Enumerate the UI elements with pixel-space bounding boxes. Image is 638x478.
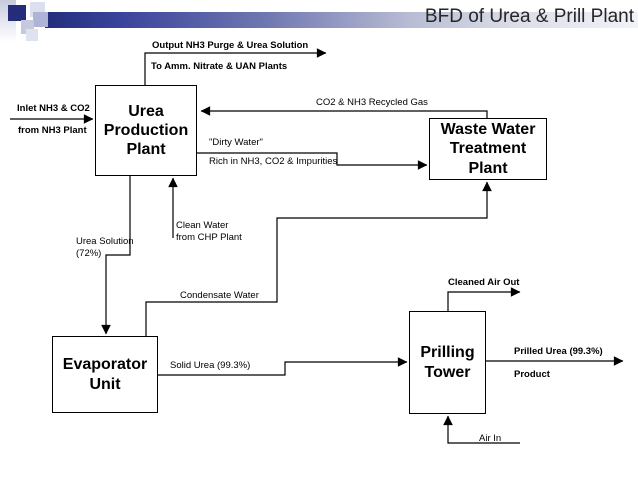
label-product: Product — [514, 369, 550, 380]
square-decoration — [26, 29, 38, 41]
flow-cleaned-air-out — [447, 287, 521, 311]
slide-title: BFD of Urea & Prill Plant — [424, 6, 634, 27]
label-prilled-urea: Prilled Urea (99.3%) — [514, 346, 603, 357]
flow-condensate-water — [145, 181, 492, 336]
flow-air-in — [443, 415, 520, 444]
flow-urea-solution — [101, 176, 131, 335]
label-condensate-water: Condensate Water — [180, 290, 259, 301]
label-output-destination: To Amm. Nitrate & UAN Plants — [151, 61, 288, 72]
label-inlet-source: from NH3 Plant — [18, 125, 87, 136]
label-urea-solution: Urea Solution (72%) — [76, 236, 134, 259]
label-solid-urea: Solid Urea (99.3%) — [170, 360, 251, 371]
waste-water-treatment-plant-box: Waste Water Treatment Plant — [429, 118, 547, 180]
label-dirty-water-detail: Rich in NH3, CO2 & Impurities — [209, 156, 338, 167]
label-cleaned-air-out: Cleaned Air Out — [448, 277, 520, 288]
label-inlet-nh3-co2: Inlet NH3 & CO2 — [17, 103, 90, 114]
urea-production-plant-box: Urea Production Plant — [95, 85, 197, 176]
header-gradient-bar — [45, 12, 638, 28]
flow-output-purge — [144, 48, 327, 85]
flow-recycled-gas — [200, 106, 488, 118]
evaporator-unit-box: Evaporator Unit — [52, 336, 158, 413]
label-recycled-gas: CO2 & NH3 Recycled Gas — [316, 97, 428, 108]
flow-solid-urea — [158, 357, 408, 376]
navy-square-decoration — [8, 5, 26, 21]
flow-dirty-water — [197, 152, 428, 170]
square-decoration — [33, 12, 48, 27]
label-clean-water: Clean Water from CHP Plant — [176, 220, 242, 243]
label-output-purge: Output NH3 Purge & Urea Solution — [152, 40, 309, 51]
label-air-in: Air In — [479, 433, 502, 444]
prilling-tower-box: Prilling Tower — [409, 311, 486, 414]
label-dirty-water: "Dirty Water" — [209, 137, 263, 148]
